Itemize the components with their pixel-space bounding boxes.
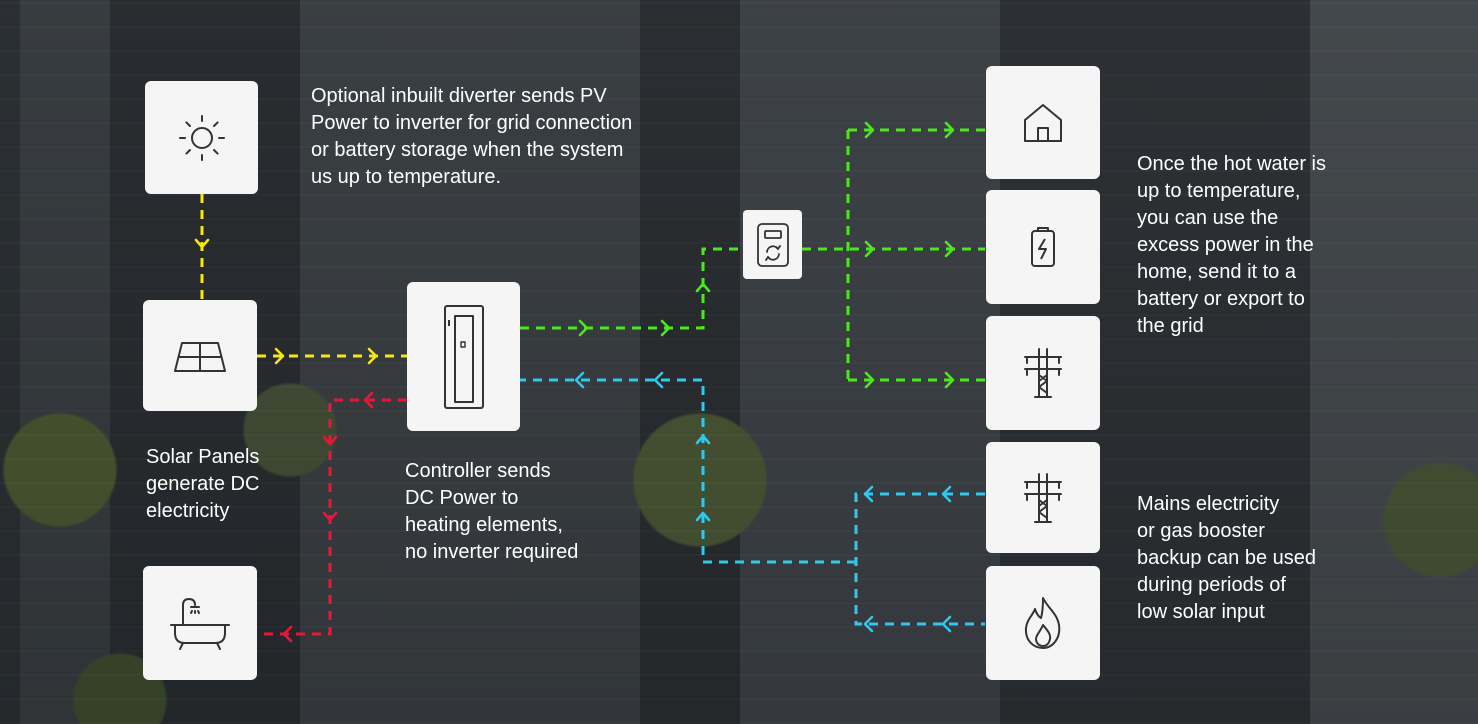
- caption-line: no inverter required: [405, 541, 579, 563]
- caption-line: electricity: [146, 500, 230, 522]
- arrow-green: [864, 371, 875, 389]
- home-icon: [1024, 103, 1062, 142]
- arrow-red: [322, 511, 338, 522]
- home-box: [986, 66, 1100, 179]
- caption-line: low solar input: [1137, 601, 1265, 623]
- arrow-green: [864, 121, 875, 139]
- caption-line: battery or export to: [1137, 288, 1305, 310]
- flow-controller-to-diverter: [520, 247, 743, 330]
- arrow-blue: [574, 371, 585, 389]
- arrow-green: [695, 282, 711, 293]
- caption-line: the grid: [1137, 315, 1204, 337]
- arrow-yellow: [194, 238, 210, 249]
- battery-box: [986, 190, 1100, 304]
- diverter-icon: [756, 222, 789, 267]
- caption-line: Once the hot water is: [1137, 153, 1326, 175]
- arrow-green: [944, 371, 955, 389]
- grid-import-box: [986, 442, 1100, 553]
- mains-backup-caption: Mains electricity or gas booster backup …: [1137, 491, 1316, 626]
- arrow-green: [864, 240, 875, 258]
- caption-line: or battery storage when the system: [311, 139, 624, 161]
- caption-line: Optional inbuilt diverter sends PV: [311, 85, 607, 107]
- flow-controller-to-bath: [257, 398, 407, 636]
- arrow-yellow: [367, 347, 378, 365]
- arrow-blue: [863, 485, 874, 503]
- arrow-red: [363, 391, 374, 409]
- arrow-blue: [863, 615, 874, 633]
- caption-line: excess power in the: [1137, 234, 1314, 256]
- caption-line: up to temperature,: [1137, 180, 1301, 202]
- gas-box: [986, 566, 1100, 680]
- diverter-box: [743, 210, 802, 279]
- water-heater-icon: [443, 304, 484, 409]
- arrow-red: [322, 435, 338, 446]
- arrow-red: [282, 625, 293, 643]
- caption-line: Controller sends: [405, 460, 551, 482]
- excess-power-caption: Once the hot water is up to temperature,…: [1137, 151, 1326, 340]
- arrow-blue: [695, 434, 711, 445]
- caption-line: Mains electricity: [1137, 493, 1280, 515]
- caption-line: heating elements,: [405, 514, 563, 536]
- flow-diverter-to-outputs: [802, 128, 985, 382]
- flame-icon: [1024, 597, 1061, 649]
- flow-backup-to-controller: [520, 378, 985, 626]
- caption-line: generate DC: [146, 473, 260, 495]
- arrow-yellow: [274, 347, 285, 365]
- arrow-blue: [941, 485, 952, 503]
- caption-line: us up to temperature.: [311, 166, 502, 188]
- solar-panel-box: [143, 300, 257, 411]
- arrow-green: [944, 240, 955, 258]
- arrow-green: [944, 121, 955, 139]
- sun-icon: [178, 114, 225, 161]
- arrow-blue: [941, 615, 952, 633]
- caption-line: you can use the: [1137, 207, 1279, 229]
- arrow-blue: [695, 511, 711, 522]
- solar-caption: Solar Panels generate DC electricity: [146, 444, 259, 525]
- power-pylon-icon: [1024, 472, 1062, 523]
- controller-caption: Controller sends DC Power to heating ele…: [405, 458, 578, 566]
- arrow-green: [578, 319, 589, 337]
- caption-line: Solar Panels: [146, 446, 260, 468]
- bathtub-icon: [170, 598, 230, 650]
- diverter-caption: Optional inbuilt diverter sends PV Power…: [311, 83, 632, 191]
- power-pylon-icon: [1024, 348, 1062, 398]
- battery-icon: [1031, 227, 1055, 267]
- caption-line: Power to inverter for grid connection: [311, 112, 633, 134]
- arrow-blue: [653, 371, 664, 389]
- bathtub-box: [143, 566, 257, 680]
- sun-box: [145, 81, 258, 194]
- arrow-green: [660, 319, 671, 337]
- caption-line: home, send it to a: [1137, 261, 1296, 283]
- caption-line: DC Power to: [405, 487, 519, 509]
- solar-panel-icon: [174, 341, 226, 372]
- caption-line: or gas booster: [1137, 520, 1265, 542]
- water-heater-box: [407, 282, 520, 431]
- grid-export-box: [986, 316, 1100, 430]
- caption-line: backup can be used: [1137, 547, 1317, 569]
- caption-line: during periods of: [1137, 574, 1286, 596]
